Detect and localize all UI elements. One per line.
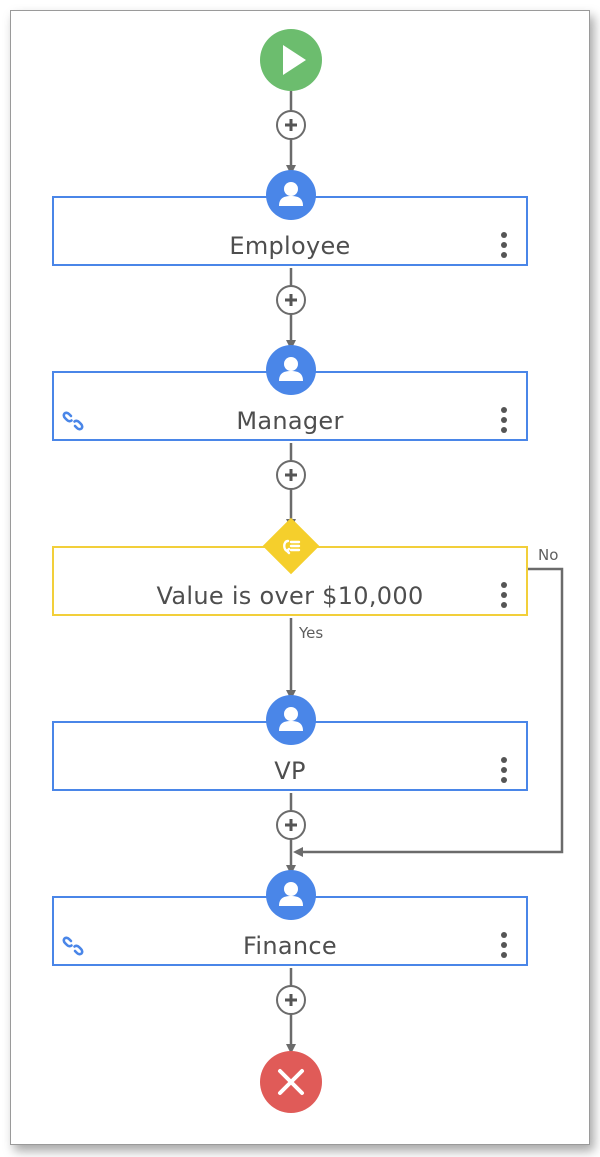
plus-icon [285,994,297,1006]
user-icon [266,695,316,745]
add-step-button[interactable] [276,460,306,490]
close-icon [278,1069,304,1095]
condition-icon [283,539,301,555]
step-label: Finance [243,932,337,960]
user-icon [266,870,316,920]
add-step-button[interactable] [276,285,306,315]
more-vertical-icon[interactable] [500,407,508,435]
condition-label: Value is over $10,000 [156,582,424,610]
connector-no-branch [293,567,564,857]
more-vertical-icon[interactable] [500,232,508,260]
step-label: VP [274,757,306,785]
start-button[interactable] [260,29,322,91]
end-button[interactable] [260,1051,322,1113]
play-icon [283,45,306,75]
add-step-button[interactable] [276,810,306,840]
more-vertical-icon[interactable] [500,757,508,785]
plus-icon [285,294,297,306]
branch-label-yes: Yes [299,624,324,642]
more-vertical-icon[interactable] [500,582,508,610]
plus-icon [285,819,297,831]
user-icon [266,170,316,220]
plus-icon [285,119,297,131]
user-icon [266,345,316,395]
link-icon[interactable] [61,409,85,433]
link-icon[interactable] [61,934,85,958]
step-label: Employee [229,232,351,260]
more-vertical-icon[interactable] [500,932,508,960]
plus-icon [285,469,297,481]
add-step-button[interactable] [276,985,306,1015]
branch-label-no: No [538,546,559,564]
add-step-button[interactable] [276,110,306,140]
step-label: Manager [236,407,344,435]
